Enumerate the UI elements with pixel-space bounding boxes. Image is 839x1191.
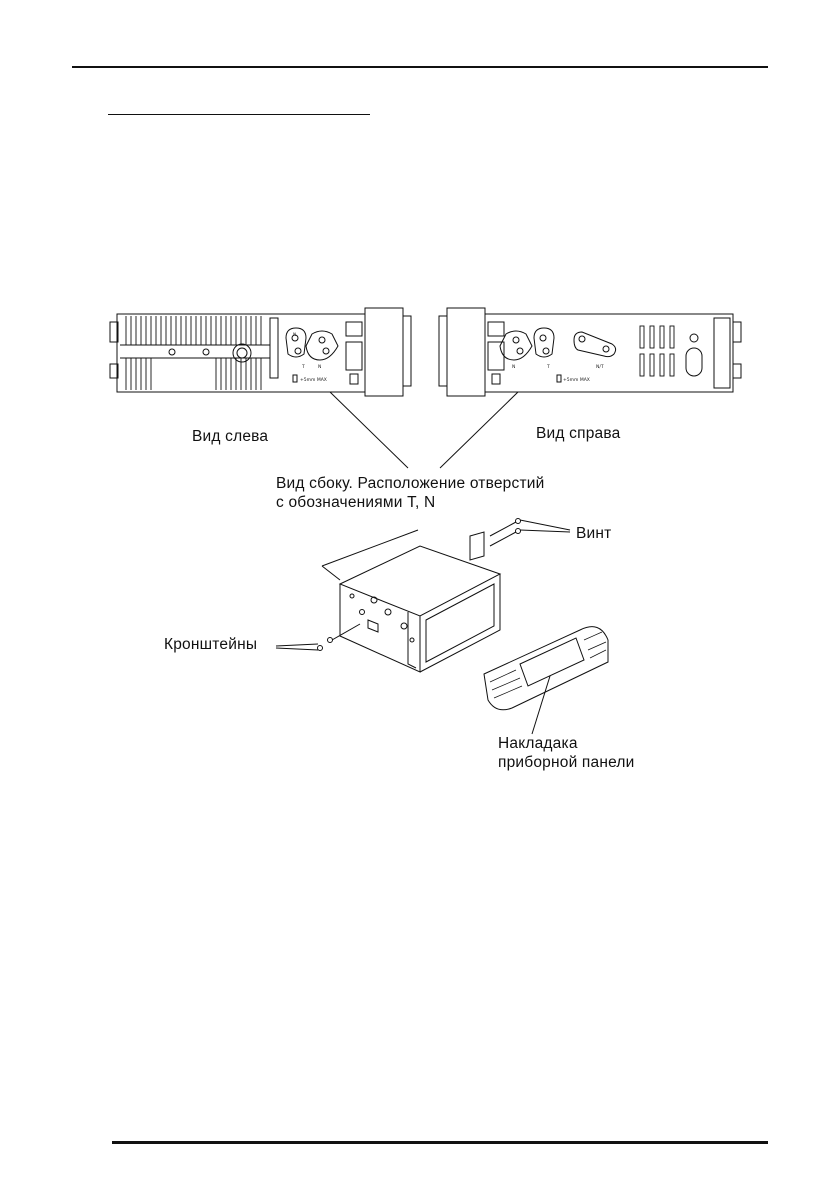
trim-plate-drawing xyxy=(483,626,609,735)
side-view-caption-line1: Вид сбоку. Расположение отверстий xyxy=(276,475,545,492)
left-side-view-drawing: N T N +5mm MAX xyxy=(109,307,412,397)
right-view-label: Вид справа xyxy=(536,425,621,442)
svg-text:N: N xyxy=(293,332,296,338)
right-side-view-drawing: N T N/T +5mm MAX xyxy=(438,307,742,397)
left-view-label: Вид слева xyxy=(192,428,269,445)
screw-label: Винт xyxy=(576,525,612,542)
trim-label-line1: Накладака xyxy=(498,735,578,752)
section-heading-underline xyxy=(108,114,370,115)
svg-text:T: T xyxy=(301,364,305,370)
svg-text:T: T xyxy=(546,364,550,370)
svg-text:N: N xyxy=(512,364,515,370)
svg-text:+5mm MAX: +5mm MAX xyxy=(300,377,327,383)
svg-text:N: N xyxy=(318,364,321,370)
side-view-caption-line2: с обозначениями T, N xyxy=(276,494,436,511)
svg-text:+5mm MAX: +5mm MAX xyxy=(563,377,590,383)
trim-label-line2: приборной панели xyxy=(498,754,635,771)
header-rule xyxy=(72,66,768,68)
brackets-label: Кронштейны xyxy=(164,636,258,653)
svg-text:N/T: N/T xyxy=(596,364,604,370)
assembly-isometric-drawing xyxy=(275,518,571,673)
footer-rule xyxy=(112,1141,768,1144)
